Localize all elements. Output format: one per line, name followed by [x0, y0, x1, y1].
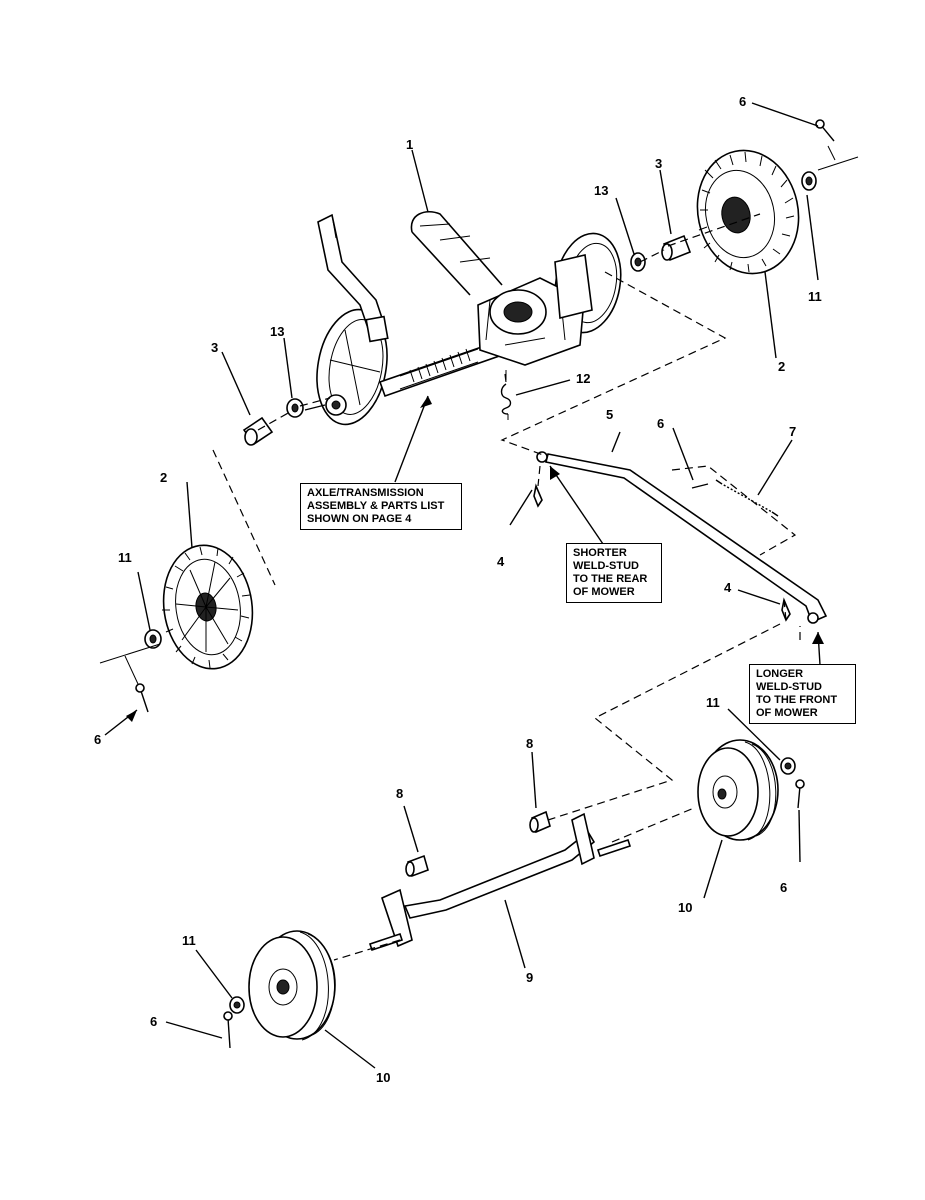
- bushing-8-left: [405, 854, 429, 878]
- label-4-left: 4: [497, 554, 505, 569]
- cotter-pin-rod: [691, 483, 709, 489]
- leader-lines: [104, 102, 821, 1069]
- rear-wheel-right: [696, 149, 800, 275]
- axle-callout-line-3: SHOWN ON PAGE 4: [307, 513, 412, 525]
- rear-wheel-left: [162, 544, 254, 670]
- cotter-pin-top: [815, 119, 835, 142]
- label-1: 1: [406, 137, 413, 152]
- label-11-left: 11: [118, 550, 132, 565]
- cotter-pin-front-right: [795, 779, 805, 809]
- cotter-pin-left: [135, 683, 149, 713]
- control-bracket: [410, 210, 503, 296]
- washer-top-right: [801, 171, 817, 191]
- washer-front-left: [229, 996, 245, 1014]
- cotter-pin-front-left: [223, 1011, 233, 1049]
- longer-stud-callout-box: LONGER WELD-STUD TO THE FRONT OF MOWER: [749, 664, 856, 724]
- label-8-right: 8: [526, 736, 533, 751]
- label-10-right: 10: [678, 900, 692, 915]
- label-3-left: 3: [211, 340, 218, 355]
- label-11-front-left: 11: [182, 933, 196, 948]
- washer-front-right: [780, 757, 796, 775]
- axle-callout-box: AXLE/TRANSMISSION ASSEMBLY & PARTS LIST …: [300, 483, 462, 530]
- front-wheel-left: [248, 930, 336, 1041]
- shorter-callout-line-2: WELD-STUD: [573, 560, 639, 572]
- washer-right: [630, 252, 646, 272]
- label-11-front-right: 11: [706, 695, 720, 710]
- label-6-front-left: 6: [150, 1014, 157, 1029]
- axle-transmission-assembly: [304, 213, 622, 426]
- label-13-left: 13: [270, 324, 284, 339]
- front-axle-9: [368, 812, 632, 952]
- shorter-callout-line-4: OF MOWER: [573, 586, 635, 598]
- shorter-stud-callout-box: SHORTER WELD-STUD TO THE REAR OF MOWER: [566, 543, 662, 603]
- axle-callout-line-1: AXLE/TRANSMISSION: [307, 487, 424, 499]
- bushing-left: [242, 416, 274, 446]
- arrow-heads: [126, 396, 824, 722]
- shorter-callout-line-3: TO THE REAR: [573, 573, 648, 585]
- label-2-left: 2: [160, 470, 167, 485]
- label-6-left: 6: [94, 732, 101, 747]
- label-6-top: 6: [739, 94, 746, 109]
- label-7: 7: [789, 424, 796, 439]
- label-4-right: 4: [724, 580, 732, 595]
- label-10-left: 10: [376, 1070, 390, 1085]
- longer-callout-line-1: LONGER: [756, 668, 804, 680]
- label-6-front-right: 6: [780, 880, 787, 895]
- label-11-top: 11: [808, 289, 822, 304]
- label-6-rod: 6: [657, 416, 664, 431]
- label-8-left: 8: [396, 786, 403, 801]
- clip-4-left: [533, 483, 543, 508]
- assembly-lines: [212, 213, 801, 961]
- longer-callout-line-4: OF MOWER: [756, 707, 818, 719]
- label-5: 5: [606, 407, 613, 422]
- part-numbers: 1 2 2 3 3 4 4 5 6 6 6 6 6 7 8 8 9 10 10 …: [94, 94, 822, 1085]
- washer-left-wheel: [144, 629, 162, 649]
- label-3-right: 3: [655, 156, 662, 171]
- shorter-callout-line-1: SHORTER: [573, 547, 627, 559]
- front-wheel-right: [697, 739, 779, 841]
- bushing-8-right: [529, 810, 551, 834]
- label-12: 12: [576, 371, 590, 386]
- longer-callout-line-2: WELD-STUD: [756, 681, 822, 693]
- axle-callout-line-2: ASSEMBLY & PARTS LIST: [307, 500, 445, 512]
- label-13-right: 13: [594, 183, 608, 198]
- bushing-right: [661, 234, 692, 262]
- longer-callout-line-3: TO THE FRONT: [756, 694, 838, 706]
- label-2-right: 2: [778, 359, 785, 374]
- washer-left: [286, 398, 304, 418]
- label-9: 9: [526, 970, 533, 985]
- adjust-rod-5: [536, 451, 828, 624]
- spring-7: [715, 479, 779, 517]
